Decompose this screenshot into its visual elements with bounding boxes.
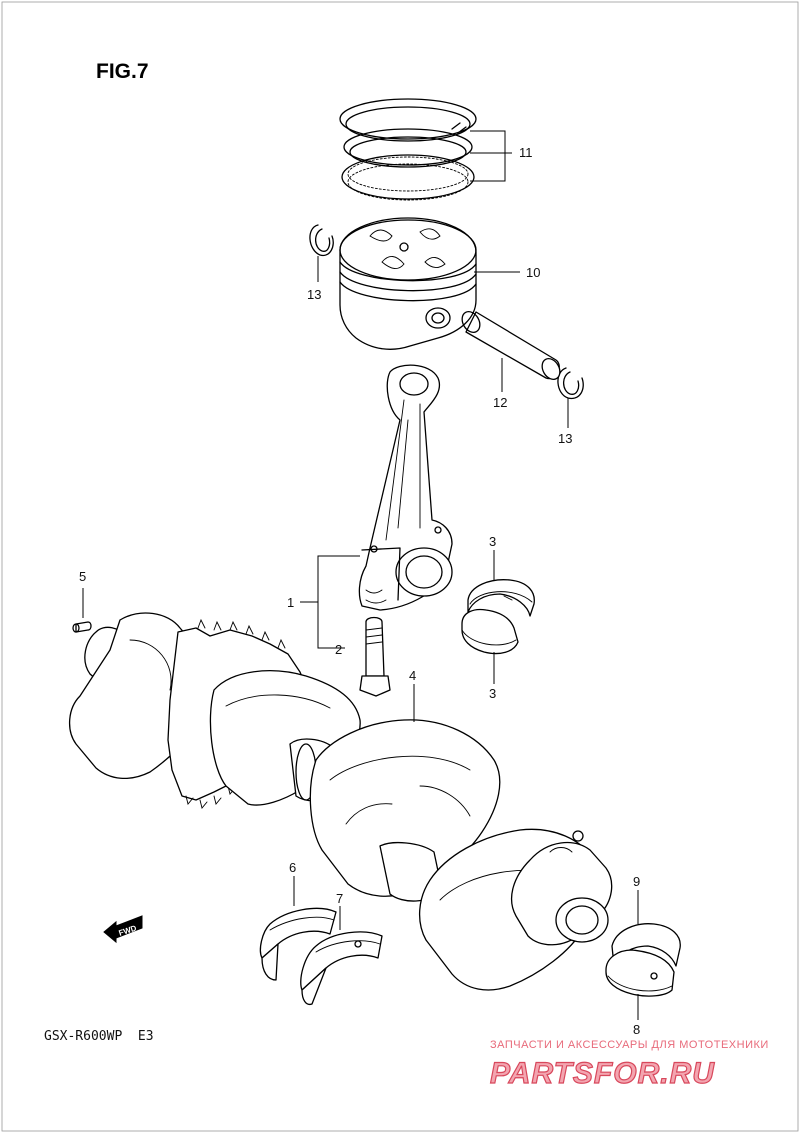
crankshaft-drawing bbox=[69, 612, 613, 991]
connecting-rod-drawing bbox=[358, 364, 453, 611]
part-label-7: 7 bbox=[336, 891, 343, 906]
part-labels: 11 10 13 12 13 3 5 1 2 4 3 6 7 9 8 bbox=[79, 145, 640, 1037]
rod-bearing-lower-drawing bbox=[461, 608, 519, 655]
part-label-1: 1 bbox=[287, 595, 294, 610]
watermark-brand: PARTSFOR.RU bbox=[490, 1057, 715, 1090]
part-label-3-lower: 3 bbox=[489, 686, 496, 701]
part-label-13-left: 13 bbox=[307, 287, 321, 302]
piston-drawing bbox=[339, 217, 477, 350]
watermark: ЗАПЧАСТИ И АКСЕССУАРЫ ДЛЯ МОТОТЕХНИКИ PA… bbox=[489, 1039, 769, 1091]
watermark-tagline: ЗАПЧАСТИ И АКСЕССУАРЫ ДЛЯ МОТОТЕХНИКИ bbox=[490, 1039, 769, 1051]
part-label-10: 10 bbox=[526, 265, 540, 280]
leader-1 bbox=[300, 555, 360, 649]
part-label-9: 9 bbox=[633, 874, 640, 889]
part-label-8: 8 bbox=[633, 1022, 640, 1037]
part-label-3-upper: 3 bbox=[489, 534, 496, 549]
leader-11 bbox=[470, 130, 512, 182]
circlip-left-drawing bbox=[309, 224, 334, 257]
part-label-5: 5 bbox=[79, 569, 86, 584]
circlip-right-drawing bbox=[557, 367, 584, 400]
model-code: GSX-R600WP E3 bbox=[44, 1029, 154, 1044]
fwd-arrow-icon: FWD bbox=[103, 915, 143, 944]
piston-pin-drawing bbox=[461, 311, 561, 380]
piston-rings-drawing bbox=[339, 98, 477, 201]
rod-bolt-drawing bbox=[359, 616, 391, 697]
part-label-2: 2 bbox=[335, 642, 342, 657]
main-bearing-drawing bbox=[605, 923, 681, 997]
part-label-4: 4 bbox=[409, 668, 416, 683]
part-label-6: 6 bbox=[289, 860, 296, 875]
part-label-13-right: 13 bbox=[558, 431, 572, 446]
part-label-11: 11 bbox=[519, 145, 533, 160]
rod-bearing-upper-drawing bbox=[467, 579, 535, 617]
crank-bearing-6-drawing bbox=[259, 907, 337, 981]
crank-bearing-7-drawing bbox=[300, 931, 383, 1006]
figure-title: FIG.7 bbox=[96, 60, 149, 83]
part-label-12: 12 bbox=[493, 395, 507, 410]
dowel-pin-drawing bbox=[72, 621, 92, 633]
